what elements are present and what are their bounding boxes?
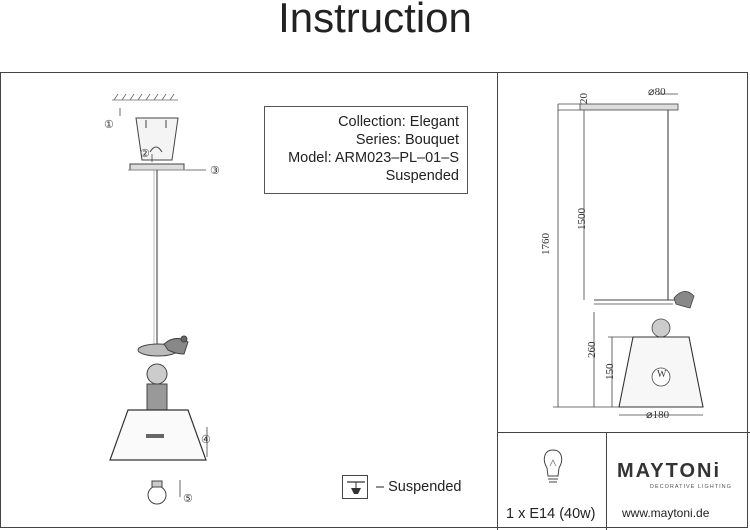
lamp-letter: W (657, 369, 667, 380)
dim-shade-height: 150 (604, 363, 616, 381)
collection-label: Collection: Elegant (338, 114, 459, 130)
legend-label: – Suspended (376, 479, 462, 495)
legend-suspended: – Suspended (342, 475, 461, 499)
dim-cable-length: 1500 (576, 208, 588, 230)
website-link[interactable]: www.maytoni.de (622, 506, 710, 520)
dim-canopy-height: 20 (578, 93, 590, 104)
dim-shade-diameter: ⌀180 (646, 409, 670, 421)
callout-5: ⑤ (183, 492, 193, 505)
canopy (128, 117, 186, 171)
dimension-drawing (553, 93, 704, 416)
frame-divider-vertical (497, 72, 498, 530)
drawing-frame (0, 72, 748, 528)
product-info-box: Collection: Elegant Series: Bouquet Mode… (264, 106, 468, 194)
series-label: Series: Bouquet (355, 132, 459, 148)
page-title: Instruction (278, 0, 472, 41)
frame-divider-horizontal (497, 432, 750, 433)
lamp-assembly-drawing (109, 93, 208, 505)
dim-canopy-diameter: ⌀80 (648, 86, 666, 98)
suspended-icon (342, 475, 368, 499)
model-label: Model: ARM023–PL–01–S (288, 150, 459, 166)
bulb (147, 480, 167, 505)
bulb-spec: 1 x E14 (40w) (506, 506, 596, 522)
callout-4: ④ (201, 433, 211, 446)
callout-2: ② (140, 147, 150, 160)
ceiling-hatch (112, 93, 178, 101)
dim-total-height: 1760 (540, 233, 552, 255)
ornament-ball (146, 363, 168, 385)
bulb-icon (543, 449, 563, 483)
brand-logo: MAYTONi (617, 460, 722, 482)
callout-leaders (119, 108, 208, 497)
brand-tagline: DECORATIVE LIGHTING (650, 484, 732, 490)
type-label: Suspended (385, 168, 459, 184)
bird-holder (137, 335, 189, 357)
frame-divider-bottom (606, 432, 607, 530)
callout-1: ① (104, 118, 114, 131)
dim-body-height: 260 (586, 341, 598, 359)
callout-3: ③ (210, 164, 220, 177)
